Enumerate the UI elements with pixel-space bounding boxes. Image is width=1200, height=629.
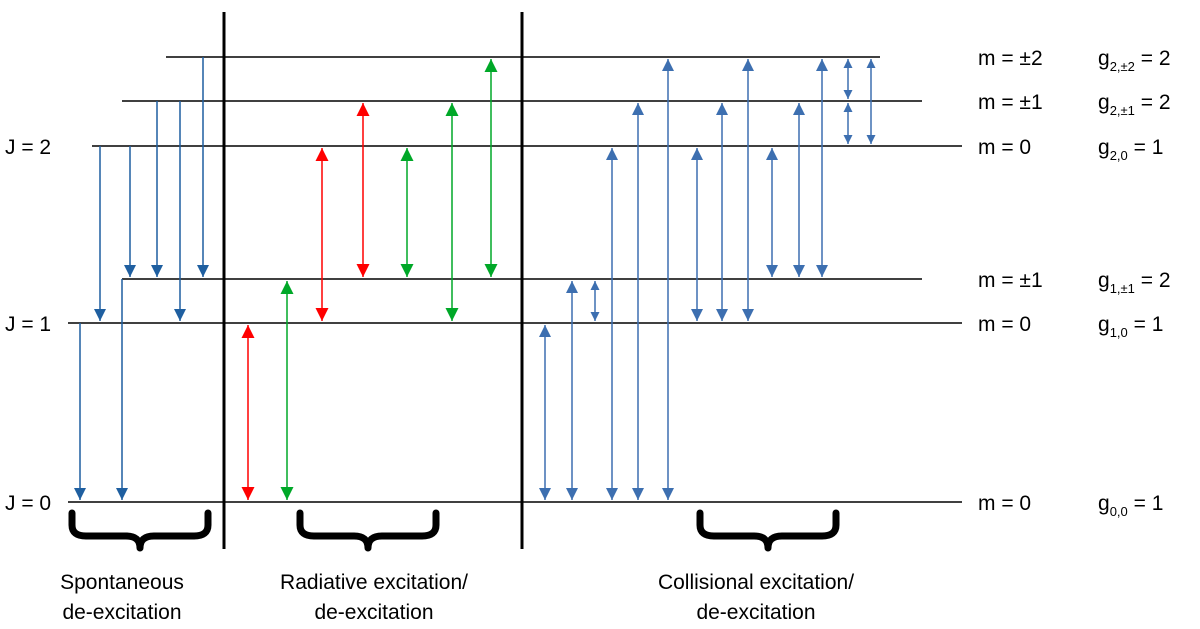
g-label-2-0: g2,0 = 1 — [1098, 136, 1163, 163]
caption-spontaneous-line2: de-excitation — [62, 601, 181, 624]
m-label-j2-m1: m = ±1 — [978, 91, 1043, 114]
j-label-0: J = 0 — [5, 492, 51, 515]
caption-radiative-line1: Radiative excitation/ — [280, 571, 468, 594]
caption-spontaneous-line1: Spontaneous — [60, 571, 184, 594]
energy-levels — [68, 56, 962, 503]
g-label-2-2: g2,±2 = 2 — [1098, 47, 1171, 74]
j-label-2: J = 2 — [5, 136, 51, 159]
m-labels: m = 0 m = 0 m = ±1 m = 0 m = ±1 m = ±2 — [978, 47, 1043, 515]
g-label-1-1: g1,±1 = 2 — [1098, 269, 1171, 296]
brace-spontaneous — [68, 509, 212, 552]
g-label-2-1: g2,±1 = 2 — [1098, 91, 1171, 118]
section-braces — [68, 509, 840, 552]
radiative-arrows — [241, 59, 498, 500]
brace-radiative — [296, 509, 440, 552]
m-label-j2-m2: m = ±2 — [978, 47, 1043, 70]
caption-collisional-line1: Collisional excitation/ — [658, 571, 854, 594]
caption-collisional-line2: de-excitation — [696, 601, 815, 624]
caption-radiative-line2: de-excitation — [314, 601, 433, 624]
j-label-1: J = 1 — [5, 313, 51, 336]
g-label-0-0: g0,0 = 1 — [1098, 492, 1163, 519]
j-labels: J = 0 J = 1 J = 2 — [5, 136, 51, 515]
m-label-j0-m0: m = 0 — [978, 492, 1031, 515]
degeneracy-labels: g0,0 = 1 g1,0 = 1 g1,±1 = 2 g2,0 = 1 g2,… — [1098, 47, 1171, 519]
m-label-j2-m0: m = 0 — [978, 136, 1031, 159]
brace-collisional — [696, 509, 840, 552]
m-label-j1-m0: m = 0 — [978, 313, 1031, 336]
section-captions: Spontaneous de-excitation Radiative exci… — [60, 571, 854, 624]
spontaneous-arrows — [74, 57, 209, 500]
m-label-j1-m1: m = ±1 — [978, 269, 1043, 292]
collisional-arrows — [539, 59, 876, 500]
g-label-1-0: g1,0 = 1 — [1098, 313, 1163, 340]
